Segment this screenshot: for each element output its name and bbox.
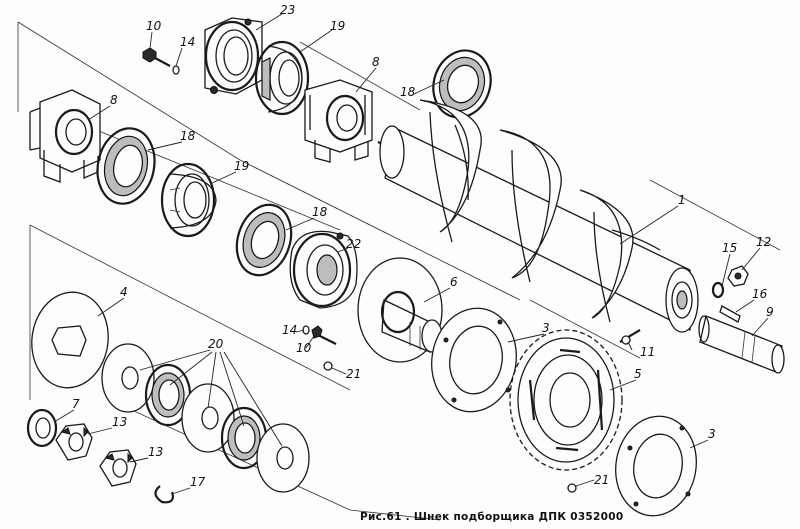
- part-5-sprocket: [509, 329, 623, 471]
- part-19-bearing-left: [160, 162, 217, 238]
- label-23: 23: [280, 3, 295, 17]
- label-17: 17: [190, 475, 206, 489]
- part-11-bolt: [619, 329, 641, 345]
- part-21-pin-a: [323, 361, 333, 371]
- label-8b: 8: [110, 93, 118, 107]
- label-16: 16: [752, 287, 768, 301]
- part-15-washer: [711, 281, 725, 299]
- part-8-pillow-block-top: [304, 79, 373, 163]
- part-1-auger: [377, 99, 699, 333]
- label-10b: 10: [296, 341, 312, 355]
- part-10-bolt-top: [142, 47, 171, 67]
- part-20-disc-set: [101, 343, 310, 493]
- label-18c: 18: [312, 205, 328, 219]
- assembly-frame-lines: [17, 21, 781, 521]
- label-8a: 8: [372, 55, 380, 69]
- label-22: 22: [346, 237, 361, 251]
- label-15: 15: [722, 241, 737, 255]
- part-13-nut-a: [55, 423, 93, 461]
- label-13b: 13: [148, 445, 163, 459]
- part-8-pillow-block-left: [29, 89, 101, 183]
- label-18a: 18: [400, 85, 416, 99]
- part-labels: 10 14 23 19 8 18 8 18 19 18 22 1 12 15 1…: [72, 3, 774, 489]
- label-18b: 18: [180, 129, 196, 143]
- part-18-seal-mid: [235, 203, 293, 277]
- label-9: 9: [766, 305, 774, 319]
- label-13a: 13: [112, 415, 127, 429]
- part-17-cotter-pin: [154, 485, 174, 504]
- figure-caption: Рис.61 . Шнек подборщика ДПК 0352000: [360, 511, 623, 523]
- part-22-flange-cover: [289, 230, 358, 309]
- part-12-nut: [727, 265, 749, 287]
- label-3b: 3: [708, 427, 716, 441]
- part-3-ring-plate-mid: [431, 307, 517, 413]
- part-10-bolt-mid: [311, 325, 337, 345]
- label-19b: 19: [234, 159, 249, 173]
- label-14b: 14: [282, 323, 297, 337]
- part-18-seal-left: [96, 127, 156, 205]
- label-3a: 3: [542, 321, 550, 335]
- label-20: 20: [208, 337, 224, 351]
- part-6-hub: [357, 257, 443, 363]
- leader-lines: [53, 13, 769, 495]
- part-3-ring-plate-right: [615, 415, 697, 517]
- label-21b: 21: [594, 473, 609, 487]
- label-21a: 21: [346, 367, 361, 381]
- label-5: 5: [634, 367, 642, 381]
- label-6: 6: [450, 275, 458, 289]
- label-12: 12: [756, 235, 771, 249]
- part-7-washer: [26, 408, 58, 448]
- part-14-washer-top: [172, 65, 180, 75]
- label-19a: 19: [330, 19, 345, 33]
- part-23-flange-housing: [204, 17, 263, 95]
- part-16-key: [719, 305, 741, 323]
- label-1: 1: [678, 193, 686, 207]
- label-10a: 10: [146, 19, 162, 33]
- part-9-shaft: [698, 315, 785, 374]
- part-19-bearing-top: [254, 40, 310, 116]
- label-7: 7: [72, 397, 80, 411]
- label-11: 11: [640, 345, 655, 359]
- label-4: 4: [120, 285, 128, 299]
- part-21-pin-b: [567, 483, 577, 493]
- label-14a: 14: [180, 35, 195, 49]
- part-13-nut-b: [99, 449, 137, 487]
- part-4-plate: [31, 291, 109, 389]
